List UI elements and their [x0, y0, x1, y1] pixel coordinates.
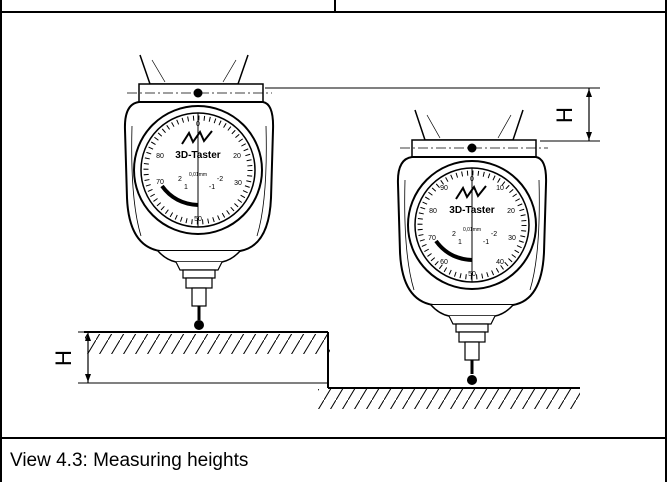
right-dial-number-30: 30 [508, 235, 516, 242]
left-stylus-tip [194, 320, 204, 330]
right-height-label: H [552, 107, 577, 123]
left-3d-taster-probe: 0 50 20 30 70 80 3D-Taster 2 1 -1 -2 0,0… [123, 54, 275, 330]
left-dial-number-80: 80 [156, 153, 164, 160]
right-height-dimension [265, 87, 600, 142]
right-dial-logo [455, 184, 487, 200]
right-dial-label-neg1: -1 [483, 239, 489, 246]
right-dial-label-neg2: -2 [491, 231, 497, 238]
right-dial-number-20: 20 [507, 208, 515, 215]
left-dial-label-1: 1 [184, 184, 188, 191]
left-height-label: H [51, 350, 76, 366]
right-dial-label-2: 2 [452, 231, 456, 238]
left-dial-logo [181, 129, 213, 145]
figure-caption: View 4.3: Measuring heights [10, 450, 249, 471]
left-reference-hole [193, 88, 203, 98]
right-dial-number-70: 70 [428, 235, 436, 242]
right-dial-number-90: 90 [440, 185, 448, 192]
right-dial-unit: 0,01mm [463, 227, 481, 233]
left-dial-brand: 3D-Taster [175, 150, 220, 161]
right-dial-number-40: 40 [496, 259, 504, 266]
right-dial-number-10: 10 [496, 185, 504, 192]
left-dial-label-neg1: -1 [209, 184, 215, 191]
left-dial-number-50: 50 [194, 216, 202, 223]
left-dial-unit: 0,01mm [189, 172, 207, 178]
right-dial-number-50: 50 [468, 271, 476, 278]
right-dial-label-1: 1 [458, 239, 462, 246]
upper-step-surface [84, 331, 330, 388]
right-dial-brand: 3D-Taster [449, 205, 494, 216]
left-dial-number-30: 30 [234, 180, 242, 187]
left-dial-label-neg2: -2 [217, 176, 223, 183]
right-reference-hole [467, 143, 477, 153]
left-dial-label-2: 2 [178, 176, 182, 183]
right-stylus-tip [467, 375, 477, 385]
left-dial-number-20: 20 [233, 153, 241, 160]
right-dial-number-0: 0 [470, 176, 474, 183]
right-dial-number-80: 80 [429, 208, 437, 215]
left-height-dimension [78, 331, 328, 384]
left-dial-number-0: 0 [196, 121, 200, 128]
right-3d-taster-probe: 0 50 10 20 30 40 60 70 80 90 3D-Taster 2… [396, 109, 548, 385]
left-dial-number-70: 70 [156, 179, 164, 186]
lower-step-surface [318, 387, 580, 409]
right-dial-number-60: 60 [440, 259, 448, 266]
